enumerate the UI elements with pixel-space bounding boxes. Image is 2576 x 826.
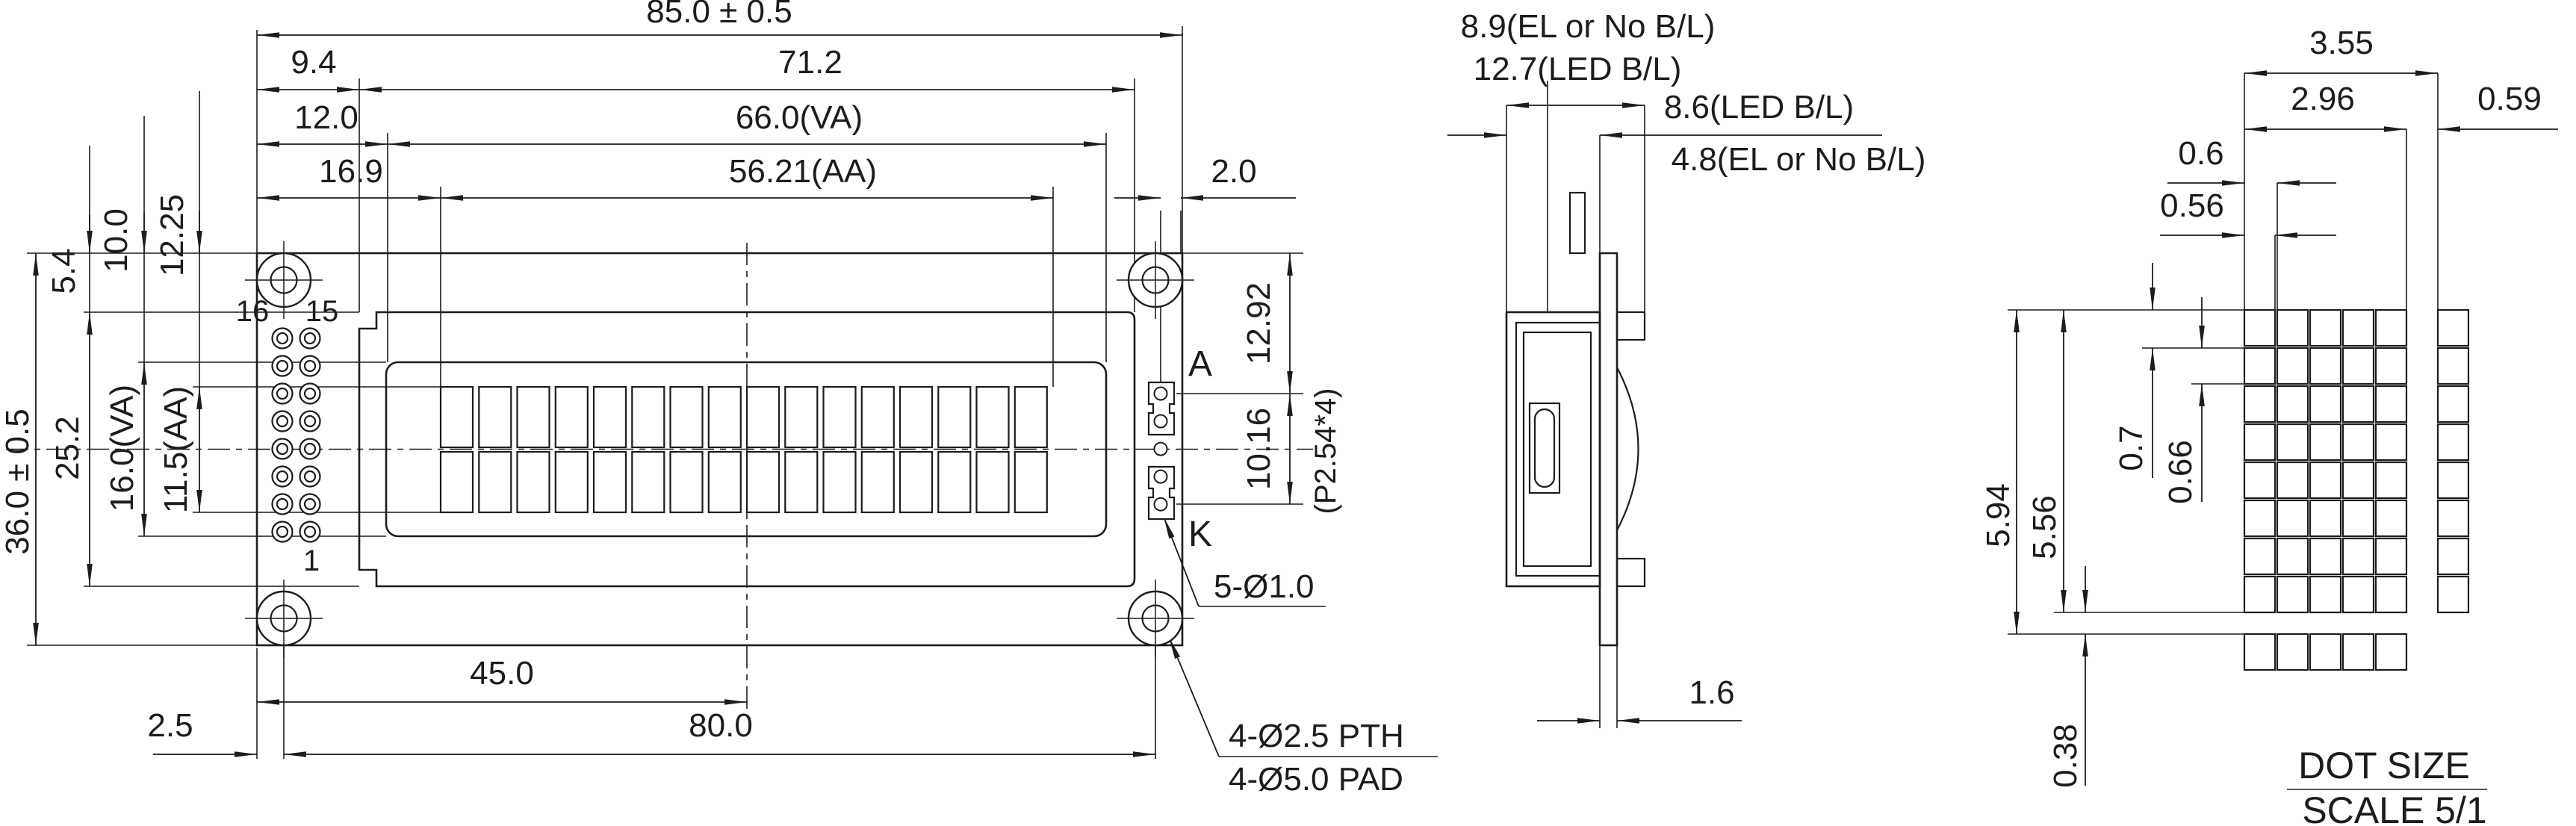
housing-lip xyxy=(1515,321,1600,577)
dim-aa-top-offset: 12.25 xyxy=(154,194,190,276)
dim-bl-span: 10.16 xyxy=(1241,408,1277,490)
character-cells xyxy=(439,385,1048,514)
dim-va-offset: 12.0 xyxy=(294,99,359,136)
frame-tab-top xyxy=(1616,311,1646,341)
backlight-pads xyxy=(1147,381,1176,521)
dim-front-to-pcb-el: 4.8(EL or No B/L) xyxy=(1672,141,1926,178)
mounting-holes xyxy=(245,241,1194,657)
dim-overall-width: 85.0 ± 0.5 xyxy=(646,0,792,30)
dim-depth-el: 8.9(EL or No B/L) xyxy=(1461,8,1716,45)
anode-label: A xyxy=(1188,344,1212,384)
mount-hole-note: 4-Ø2.5 PTH xyxy=(1229,718,1404,754)
pin-15-label: 15 xyxy=(305,295,339,328)
mount-pad-note: 4-Ø5.0 PAD xyxy=(1229,761,1403,798)
dim-va-width: 66.0(VA) xyxy=(736,99,863,136)
pin-1-label: 1 xyxy=(303,544,320,577)
dim-overall-height: 36.0 ± 0.5 xyxy=(0,409,36,554)
front-dimension-lines xyxy=(33,32,1438,757)
dim-va-top-offset: 10.0 xyxy=(98,208,134,273)
dim-aa-offset: 16.9 xyxy=(319,153,383,190)
pcb-section xyxy=(1598,252,1618,647)
pin-header-pads xyxy=(271,327,321,543)
dim-bl-pad-edge: 2.0 xyxy=(1211,153,1256,190)
dim-aa-width: 56.21(AA) xyxy=(729,153,877,190)
dim-bl-top-offset: 12.92 xyxy=(1241,282,1277,364)
dim-frame-width: 71.2 xyxy=(778,44,842,81)
elastomer-connector xyxy=(1528,402,1561,494)
dot-extension-lines xyxy=(2008,73,2439,635)
dot-dimension-lines xyxy=(2014,70,2558,786)
dim-char-width: 2.96 xyxy=(2291,81,2355,117)
dim-dot-pitch-x: 0.6 xyxy=(2178,135,2223,172)
dim-hole-to-center: 45.0 xyxy=(470,655,534,692)
dim-pcb-thickness: 1.6 xyxy=(1689,674,1734,711)
dim-frame-top-offset: 5.4 xyxy=(46,248,82,294)
dot-detail-title: DOT SIZE xyxy=(2298,745,2470,786)
housing-section xyxy=(1505,311,1601,588)
dim-frame-height: 25.2 xyxy=(49,416,86,480)
side-dimension-lines xyxy=(1447,102,1882,724)
dim-dot-width: 0.56 xyxy=(2160,187,2224,224)
glass-stack-section xyxy=(1522,331,1592,568)
dim-frame-offset: 9.4 xyxy=(291,44,336,81)
pin-16-label: 16 xyxy=(236,295,270,328)
frame-tab-bottom xyxy=(1616,557,1646,588)
dim-dot-height: 0.66 xyxy=(2162,440,2199,504)
side-view: 8.9(EL or No B/L) 12.7(LED B/L) 8.6(LED … xyxy=(1447,8,1925,728)
dim-hole-edge-offset: 2.5 xyxy=(147,707,193,744)
backlight-pin-holes xyxy=(1153,386,1168,512)
cathode-label: K xyxy=(1188,515,1212,554)
lcd-frame-outline xyxy=(358,311,1136,588)
dim-hole-span: 80.0 xyxy=(689,707,753,744)
dim-char-height: 5.56 xyxy=(2026,495,2063,559)
bl-pitch-note: (P2.54*4) xyxy=(1309,388,1342,515)
front-view: 85.0 ± 0.5 9.4 71.2 12.0 66.0(VA) 16.9 5… xyxy=(0,0,1438,798)
dim-col-gap: 0.59 xyxy=(2477,81,2542,117)
dot-matrix-grid xyxy=(2243,308,2470,671)
pcb-outline xyxy=(255,252,1184,647)
viewing-area-outline xyxy=(385,361,1108,538)
side-extension-lines xyxy=(1506,81,1645,728)
bl-hole-note: 5-Ø1.0 xyxy=(1214,568,1315,605)
elastomer-core xyxy=(1533,408,1556,488)
dim-row-gap: 0.38 xyxy=(2047,724,2084,788)
side-body xyxy=(1505,191,1646,647)
dim-dot-pitch-y: 0.7 xyxy=(2113,425,2150,471)
dot-detail-scale: SCALE 5/1 xyxy=(2302,789,2486,826)
dim-char-pitch-x: 3.55 xyxy=(2309,25,2374,61)
pin-stub xyxy=(1568,191,1586,255)
dim-char-pitch-y: 5.94 xyxy=(1980,483,2017,547)
dim-depth-led: 12.7(LED B/L) xyxy=(1474,51,1682,87)
led-lens-dome xyxy=(1616,367,1639,531)
dot-size-detail: 3.55 2.96 0.59 0.6 0.56 5.94 5.56 0.7 0.… xyxy=(1980,25,2558,826)
dim-front-to-pcb-led: 8.6(LED B/L) xyxy=(1664,89,1854,125)
dim-aa-height: 11.5(AA) xyxy=(158,386,194,513)
dim-va-height: 16.0(VA) xyxy=(104,385,140,512)
front-extension-lines xyxy=(27,26,1303,759)
